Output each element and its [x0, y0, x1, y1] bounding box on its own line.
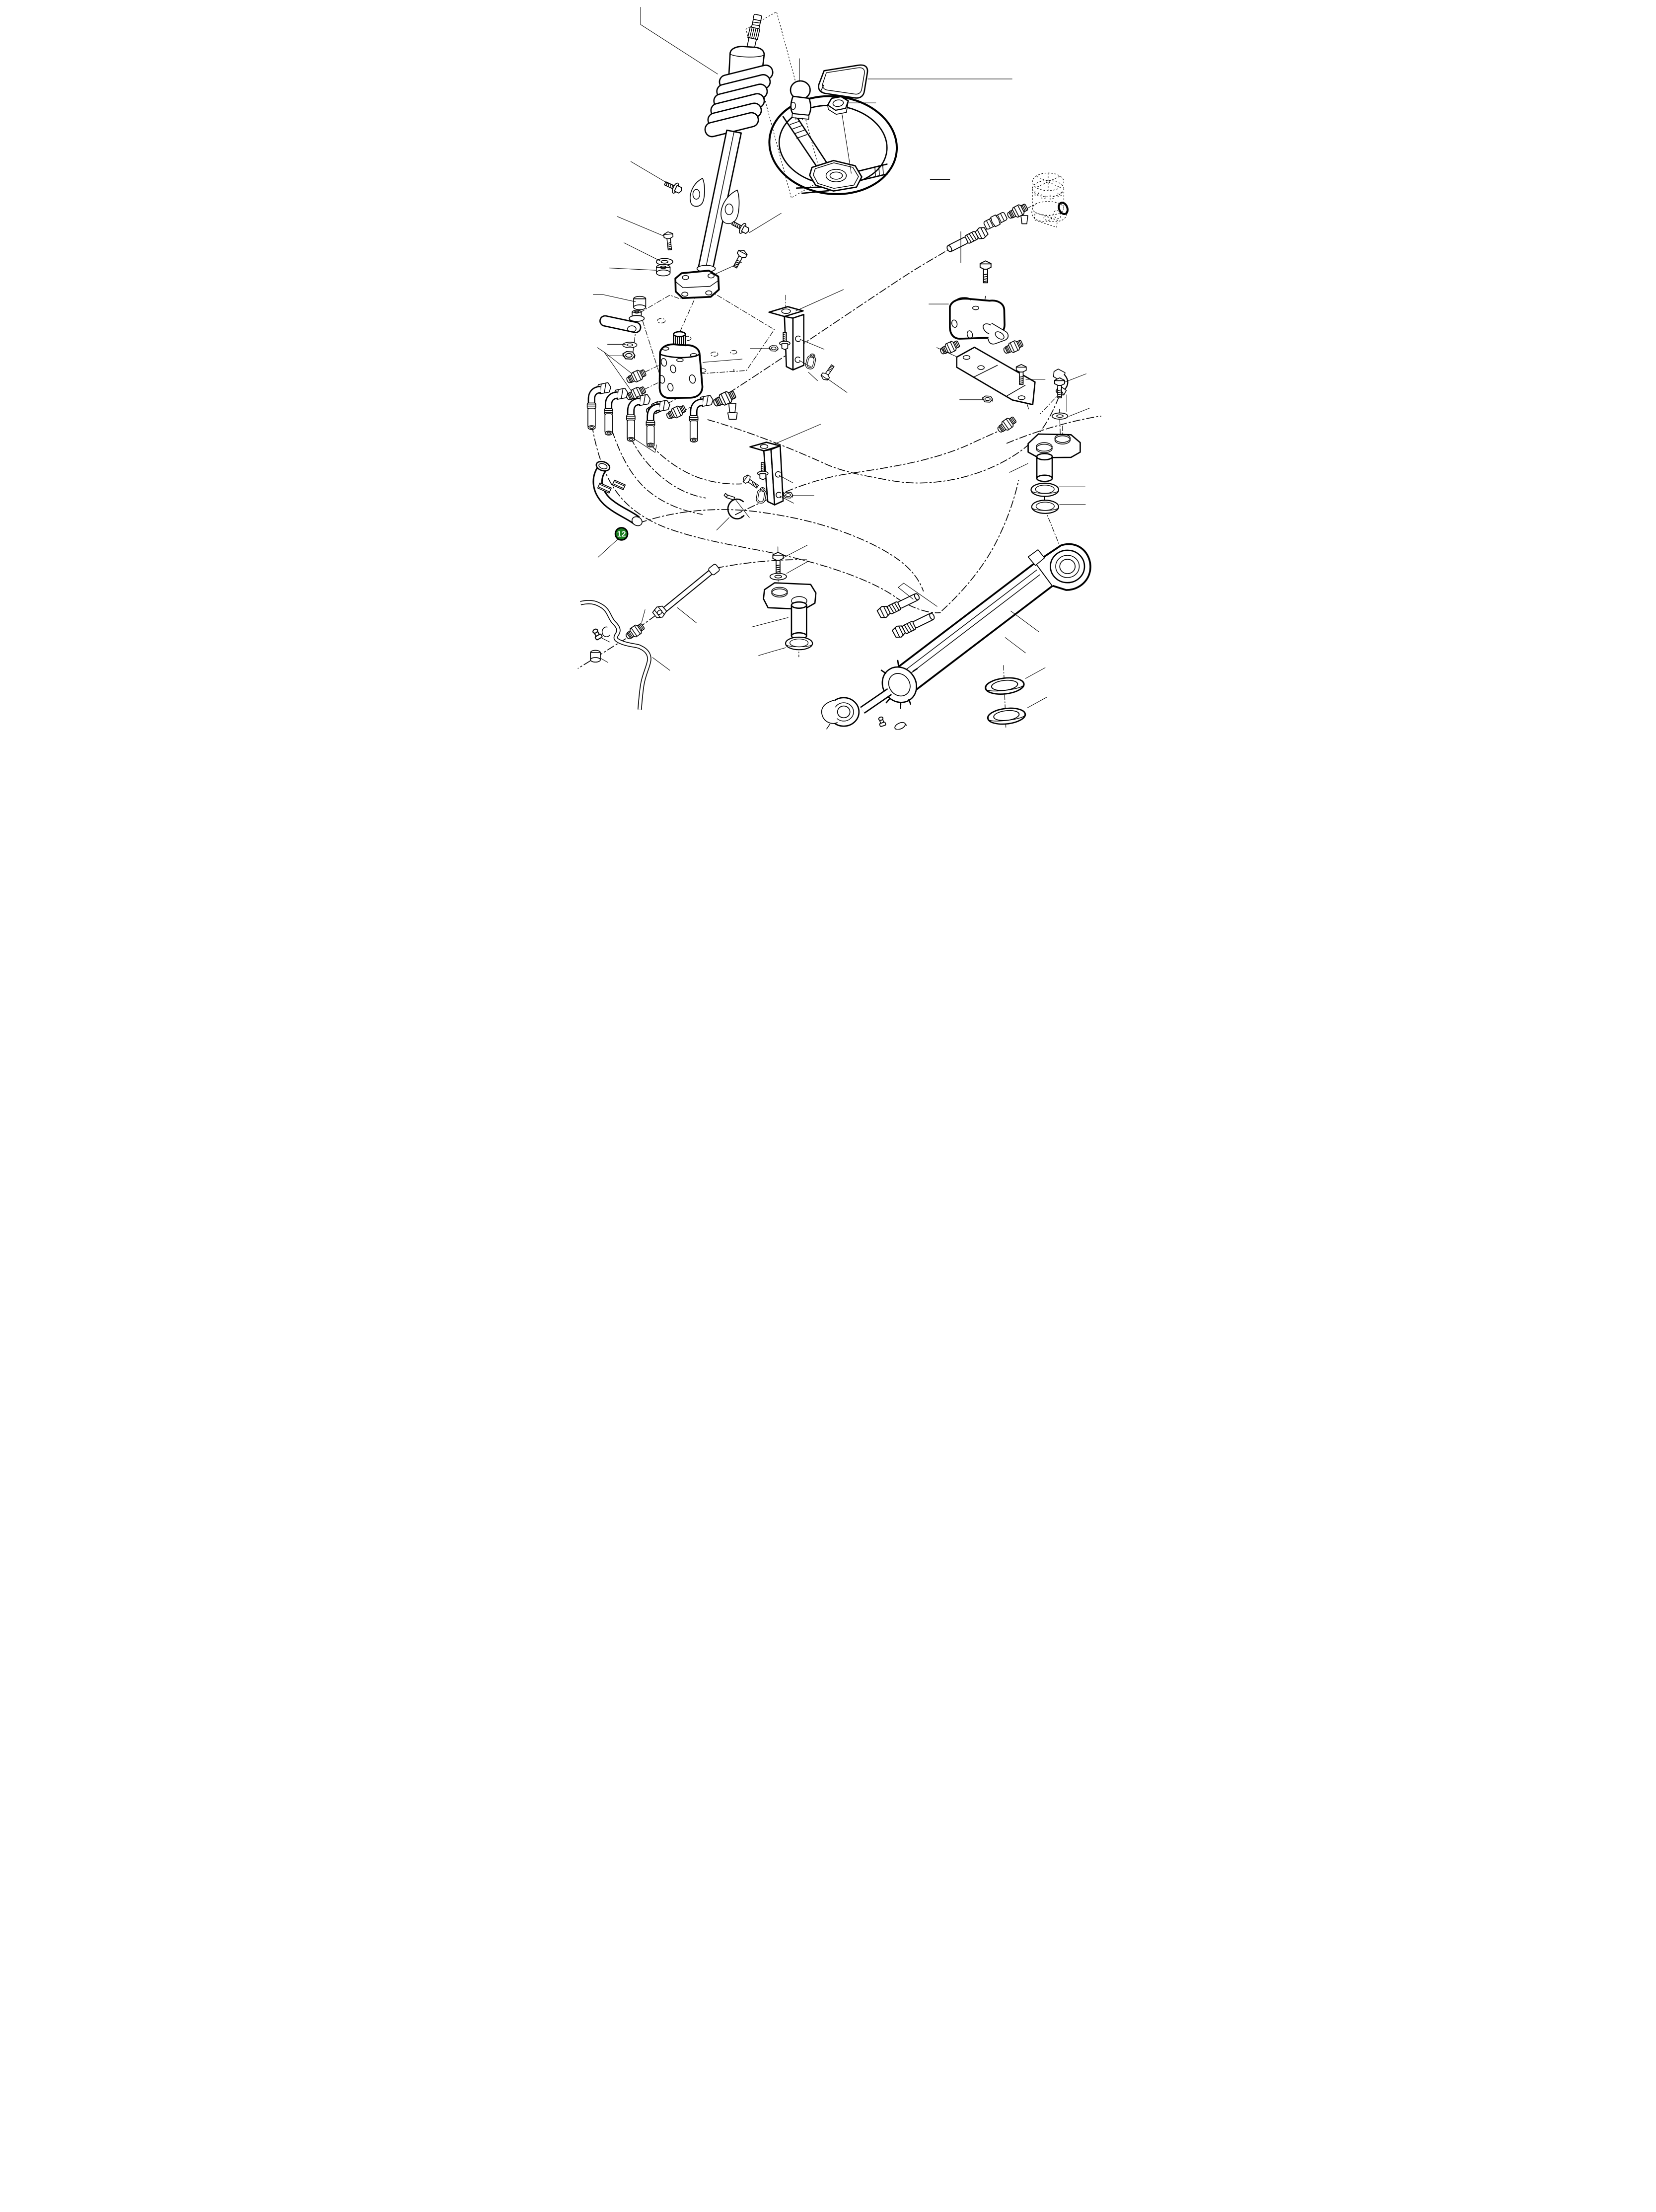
check-valve — [983, 212, 1008, 230]
pivot-plate — [762, 582, 816, 610]
cap-plug — [589, 650, 601, 663]
plug — [894, 722, 907, 730]
pump-supply-chain[interactable] — [944, 202, 1033, 256]
steering-shaft — [746, 13, 762, 49]
valve-bracket-strap — [955, 346, 1036, 406]
pivot-pin — [791, 601, 807, 640]
pivot-pin — [1036, 452, 1053, 482]
ear-bolt-left[interactable] — [662, 178, 684, 197]
tube-nut — [651, 605, 667, 618]
steering-valve[interactable] — [658, 331, 703, 399]
grease-fitting-group[interactable] — [589, 626, 610, 663]
lock-nut — [655, 264, 670, 277]
steel-tube[interactable] — [579, 600, 651, 710]
spinner-knob[interactable] — [790, 80, 811, 120]
stray-comma: , — [732, 362, 735, 373]
suction-hose[interactable] — [592, 460, 644, 527]
column-hardware[interactable] — [655, 231, 749, 277]
spacer — [633, 295, 646, 310]
valve-spool — [982, 322, 1008, 345]
column-ear-left — [689, 178, 705, 207]
callout-disc — [616, 528, 627, 539]
parts-diagram: , — [555, 0, 1101, 730]
pivot-pin-right[interactable] — [1027, 377, 1081, 514]
leader-lines — [592, 6, 1089, 709]
callout-12[interactable]: 12 — [597, 527, 628, 558]
diagram-svg: , — [555, 0, 1101, 730]
hose-clamp — [611, 479, 626, 490]
bushing — [628, 309, 645, 322]
steering-cylinder[interactable] — [821, 543, 1091, 730]
tee-fitting — [711, 388, 738, 420]
panel-phantom — [745, 11, 822, 199]
steering-column-bellows — [704, 64, 774, 138]
cylinder-seal-rings[interactable] — [983, 675, 1027, 727]
valve-fittings[interactable] — [587, 367, 744, 447]
column-flange — [674, 265, 720, 299]
steering-wheel-nut[interactable] — [827, 96, 849, 115]
hose-tube-assembly[interactable] — [623, 564, 720, 642]
lever-arm — [599, 315, 641, 333]
lever-arm-assembly[interactable] — [599, 295, 646, 360]
cylinder-rod-end — [821, 697, 860, 730]
clamp-bracket-upper[interactable] — [768, 306, 837, 382]
column-ear-right — [720, 189, 739, 224]
clamp-bracket-lower[interactable] — [723, 442, 793, 519]
wheel-hub — [808, 159, 863, 192]
pivot-plate — [1027, 433, 1081, 458]
flow-control-valve[interactable] — [938, 260, 1075, 435]
hose-clamp — [597, 482, 612, 494]
steering-column[interactable] — [662, 13, 774, 299]
pivot-pin-left[interactable] — [762, 552, 816, 651]
steering-wheel-cap[interactable] — [817, 64, 868, 100]
hose-routing-lines — [577, 203, 1101, 728]
pump-assembly-phantom — [1031, 172, 1069, 228]
cable-tie — [723, 493, 735, 501]
pump-tee-fitting — [1005, 202, 1029, 224]
valve-body — [658, 343, 703, 399]
retaining-ring — [727, 498, 744, 519]
callout-number: 12 — [617, 530, 626, 539]
